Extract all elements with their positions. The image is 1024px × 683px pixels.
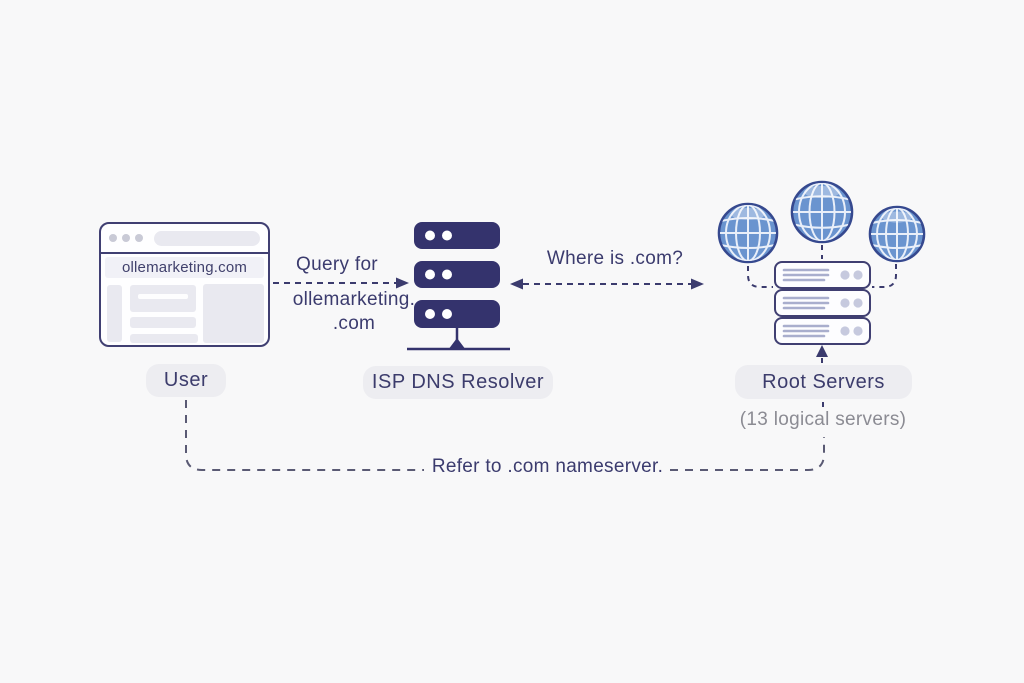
page-skeleton-block xyxy=(130,285,196,312)
resolver-label: ISP DNS Resolver xyxy=(363,366,553,399)
page-skeleton-bar xyxy=(130,317,196,328)
window-dot-icon xyxy=(135,234,143,242)
query-label-line1: Query for xyxy=(296,254,378,275)
query-label-line3: .com xyxy=(332,313,376,334)
page-skeleton-sidebar xyxy=(107,285,122,342)
where-label: Where is .com? xyxy=(546,248,684,269)
window-dot-icon xyxy=(122,234,130,242)
address-bar-placeholder xyxy=(154,230,260,246)
page-skeleton-panel xyxy=(203,284,264,343)
query-label-line2: ollemarketing. xyxy=(292,289,416,310)
globe-icon xyxy=(717,202,779,264)
browser-window: ollemarketing.com xyxy=(99,222,270,347)
root-servers-label: Root Servers xyxy=(735,365,912,399)
where-arrow xyxy=(510,278,704,290)
root-server-stack-icon xyxy=(774,261,871,345)
user-label: User xyxy=(146,364,226,397)
page-skeleton-bar xyxy=(130,334,198,343)
page-skeleton-stripe xyxy=(138,294,188,299)
refer-label: Refer to .com nameserver. xyxy=(431,456,664,477)
browser-topbar xyxy=(101,224,268,254)
window-dot-icon xyxy=(109,234,117,242)
root-servers-note: (13 logical servers) xyxy=(739,409,907,430)
query-arrow xyxy=(273,277,409,289)
dns-resolver-server-icon xyxy=(414,222,500,328)
globe-icon xyxy=(790,180,854,244)
browser-url-text: ollemarketing.com xyxy=(105,257,264,278)
globe-icon xyxy=(868,205,926,263)
